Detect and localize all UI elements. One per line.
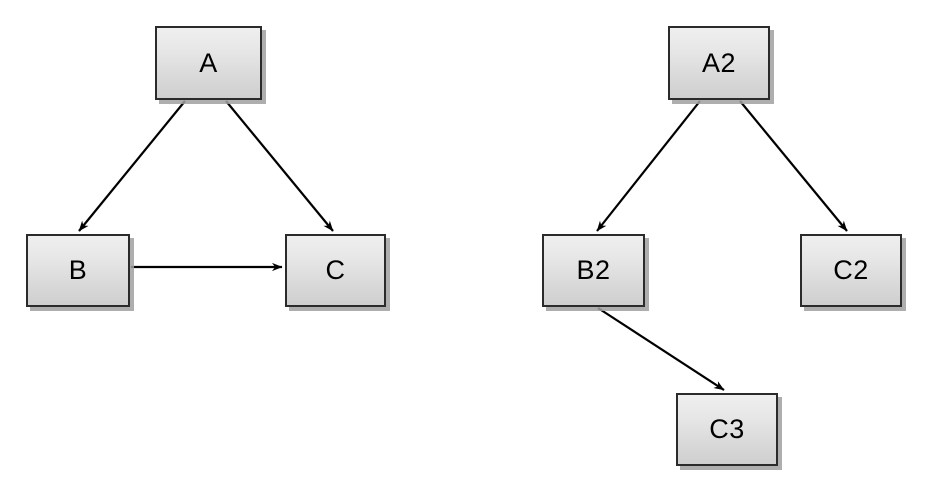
node-label-a: A <box>199 47 218 78</box>
node-b2[interactable]: B2 <box>542 234 645 307</box>
node-label-b: B <box>68 255 88 285</box>
edge-b2-to-c3[interactable] <box>597 307 725 391</box>
node-label-c2: C2 <box>833 255 869 285</box>
edge-a-to-b[interactable] <box>78 100 186 232</box>
node-label-a2: A2 <box>701 47 737 78</box>
node-c[interactable]: C <box>285 234 386 307</box>
node-c3[interactable]: C3 <box>676 393 778 466</box>
node-b[interactable]: B <box>26 234 130 307</box>
node-label-c3: C3 <box>709 414 745 444</box>
node-label-c: C <box>325 255 346 285</box>
node-c2[interactable]: C2 <box>800 234 902 307</box>
edge-a2-to-c2[interactable] <box>739 100 848 232</box>
edges-group <box>78 100 848 391</box>
edge-a2-to-b2[interactable] <box>596 100 701 232</box>
edge-a-to-c[interactable] <box>225 100 334 232</box>
node-a2[interactable]: A2 <box>668 26 770 100</box>
node-a[interactable]: A <box>155 26 262 100</box>
node-label-b2: B2 <box>576 255 611 285</box>
